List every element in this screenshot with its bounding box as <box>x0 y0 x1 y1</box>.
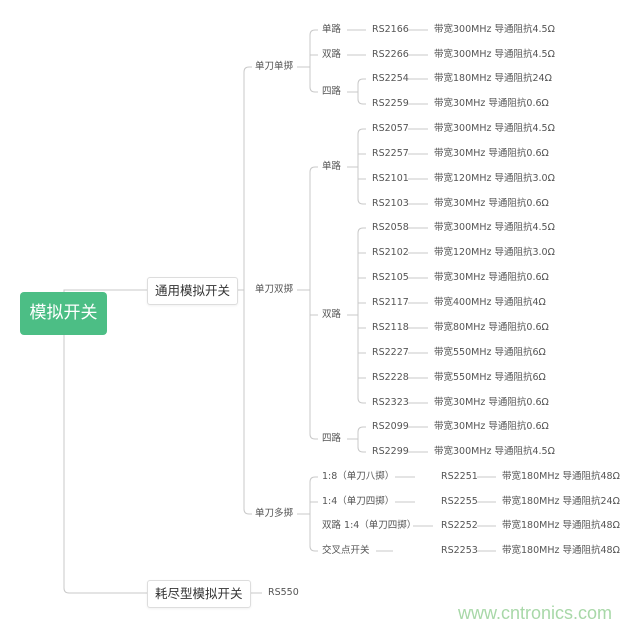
part-number: RS2058 <box>372 222 409 233</box>
part-number: RS2103 <box>372 198 409 209</box>
part-spec: 带宽180MHz 导通阻抗24Ω <box>434 73 552 84</box>
node-depletion-analog-switch[interactable]: 耗尽型模拟开关 <box>147 580 251 608</box>
part-number: RS2255 <box>441 496 478 507</box>
node-spdt[interactable]: 单刀双掷 <box>255 284 294 295</box>
node-spdt-quad[interactable]: 四路 <box>322 433 342 444</box>
watermark: www.cntronics.com <box>458 603 613 623</box>
part-spec: 带宽300MHz 导通阻抗4.5Ω <box>434 24 555 35</box>
part-number: RS2253 <box>441 545 478 556</box>
node-spst-dual[interactable]: 双路 <box>322 49 342 60</box>
part-rs550: RS550 <box>268 587 299 598</box>
node-general-analog-switch[interactable]: 通用模拟开关 <box>147 277 239 305</box>
part-spec: 带宽30MHz 导通阻抗0.6Ω <box>434 198 549 209</box>
part-spec: 带宽120MHz 导通阻抗3.0Ω <box>434 247 555 258</box>
part-spec: 带宽30MHz 导通阻抗0.6Ω <box>434 98 549 109</box>
part-number: RS2251 <box>441 471 478 482</box>
part-number: RS2105 <box>372 272 409 283</box>
part-number: RS2117 <box>372 297 409 308</box>
part-spec: 带宽180MHz 导通阻抗24Ω <box>502 496 620 507</box>
part-number: RS2118 <box>372 322 409 333</box>
part-number: RS2166 <box>372 24 409 35</box>
node-spst-single[interactable]: 单路 <box>322 24 342 35</box>
part-number: RS2228 <box>372 372 409 383</box>
part-spec: 带宽180MHz 导通阻抗48Ω <box>502 545 620 556</box>
part-spec: 带宽80MHz 导通阻抗0.6Ω <box>434 322 549 333</box>
part-spec: 带宽120MHz 导通阻抗3.0Ω <box>434 173 555 184</box>
part-number: RS2227 <box>372 347 409 358</box>
node-spmt[interactable]: 单刀多掷 <box>255 508 294 519</box>
node-spmt-1-4[interactable]: 1:4（单刀四掷） <box>322 496 395 507</box>
part-spec: 带宽550MHz 导通阻抗6Ω <box>434 347 546 358</box>
part-number: RS2266 <box>372 49 409 60</box>
part-spec: 带宽300MHz 导通阻抗4.5Ω <box>434 123 555 134</box>
node-spst[interactable]: 单刀单掷 <box>255 61 294 72</box>
part-number: RS2259 <box>372 98 409 109</box>
node-spst-quad[interactable]: 四路 <box>322 86 342 97</box>
part-spec: 带宽180MHz 导通阻抗48Ω <box>502 471 620 482</box>
part-spec: 带宽300MHz 导通阻抗4.5Ω <box>434 49 555 60</box>
part-spec: 带宽30MHz 导通阻抗0.6Ω <box>434 148 549 159</box>
part-spec: 带宽30MHz 导通阻抗0.6Ω <box>434 421 549 432</box>
node-spmt-crosspoint[interactable]: 交叉点开关 <box>322 545 370 556</box>
part-number: RS2323 <box>372 397 409 408</box>
part-number: RS2257 <box>372 148 409 159</box>
node-spdt-dual[interactable]: 双路 <box>322 309 342 320</box>
part-number: RS2099 <box>372 421 409 432</box>
root-node[interactable]: 模拟开关 <box>20 292 107 335</box>
part-spec: 带宽550MHz 导通阻抗6Ω <box>434 372 546 383</box>
part-number: RS2299 <box>372 446 409 457</box>
part-number: RS2254 <box>372 73 409 84</box>
part-spec: 带宽180MHz 导通阻抗48Ω <box>502 520 620 531</box>
part-spec: 带宽400MHz 导通阻抗4Ω <box>434 297 546 308</box>
part-spec: 带宽300MHz 导通阻抗4.5Ω <box>434 222 555 233</box>
node-spmt-dual-1-4[interactable]: 双路 1:4（单刀四掷） <box>322 520 417 531</box>
part-number: RS2057 <box>372 123 409 134</box>
part-spec: 带宽30MHz 导通阻抗0.6Ω <box>434 272 549 283</box>
node-spmt-1-8[interactable]: 1:8（单刀八掷） <box>322 471 395 482</box>
part-number: RS2252 <box>441 520 478 531</box>
part-spec: 带宽30MHz 导通阻抗0.6Ω <box>434 397 549 408</box>
part-spec: 带宽300MHz 导通阻抗4.5Ω <box>434 446 555 457</box>
part-number: RS2101 <box>372 173 409 184</box>
node-spdt-single[interactable]: 单路 <box>322 161 342 172</box>
part-number: RS2102 <box>372 247 409 258</box>
